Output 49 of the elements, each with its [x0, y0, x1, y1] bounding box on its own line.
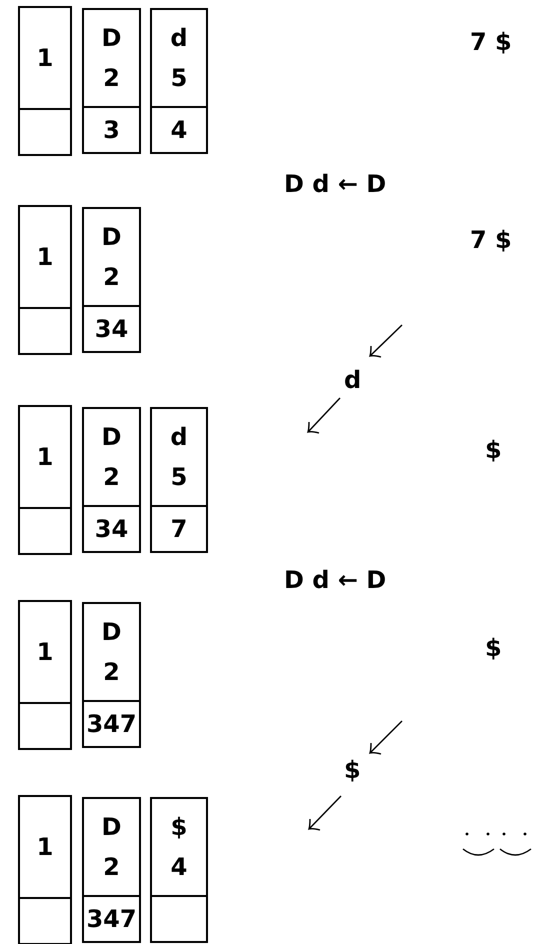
symbol-label: D d ← D	[284, 566, 386, 594]
stack-frame	[82, 207, 141, 353]
cell-text: 7	[170, 516, 188, 542]
cell-text: 4	[170, 117, 188, 143]
cell-text: 2	[103, 65, 120, 92]
cell-text: 1	[36, 45, 54, 71]
cell-text: D	[102, 24, 122, 51]
cell-text: 34	[94, 516, 128, 542]
symbol-label: 7 $	[470, 28, 512, 56]
stack-frame	[82, 797, 141, 943]
cell-text: D	[102, 224, 122, 250]
stack-frame	[150, 8, 208, 154]
cell-text: 34	[94, 316, 128, 342]
cell-text: D	[102, 618, 122, 645]
cell-text: 347	[86, 906, 137, 932]
cell-text: 5	[170, 464, 188, 490]
cell-text: d	[170, 24, 188, 51]
cell-text: 2	[103, 464, 120, 490]
stack-frame	[150, 407, 208, 553]
cell-text: 1	[36, 639, 54, 665]
cell-text: d	[170, 424, 188, 450]
stack-frame	[18, 795, 72, 944]
cell-text: 5	[170, 65, 188, 92]
cell-text: D	[102, 814, 122, 840]
stack-frame	[18, 6, 72, 156]
stack-frame	[18, 600, 72, 750]
stack-frame	[150, 797, 208, 943]
cell-text: 1	[36, 834, 54, 860]
cell-text: $	[170, 814, 188, 840]
symbol-label: 7 $	[470, 226, 512, 254]
cell-text: 1	[36, 444, 54, 470]
cell-text: 2	[103, 854, 120, 880]
cell-text: D	[102, 424, 122, 450]
stack-frame	[82, 407, 141, 553]
symbol-label: d	[344, 366, 362, 394]
symbol-label: $	[344, 756, 361, 784]
cell-text: 3	[103, 117, 120, 143]
cell-text: 347	[86, 711, 137, 737]
cell-text: 2	[103, 264, 120, 290]
stack-frame	[82, 8, 141, 154]
symbol-label: $	[485, 634, 502, 662]
symbol-label: D d ← D	[284, 170, 386, 198]
stack-frame	[18, 205, 72, 355]
stack-frame	[82, 602, 141, 748]
symbol-label: $	[485, 436, 502, 464]
stack-frame	[18, 405, 72, 555]
cell-text: 1	[36, 244, 54, 270]
cell-text: 4	[170, 854, 188, 880]
cell-text: 2	[103, 659, 120, 686]
